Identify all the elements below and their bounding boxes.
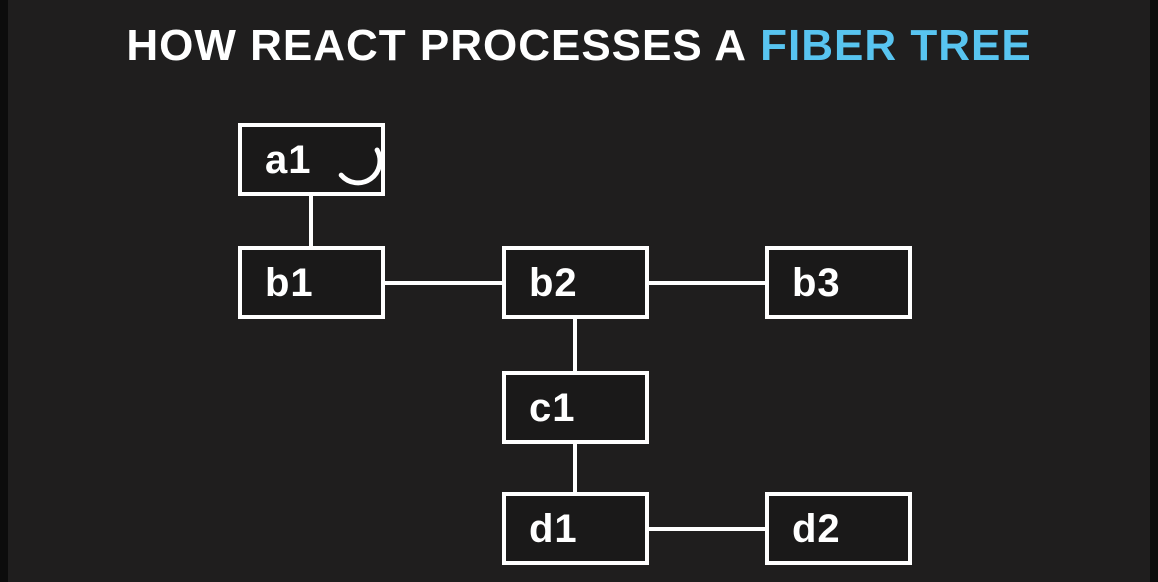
node-a1-label: a1 xyxy=(265,137,312,182)
node-b3-label: b3 xyxy=(792,260,841,305)
node-a1: a1 xyxy=(238,123,385,196)
node-b2: b2 xyxy=(502,246,649,319)
edge-c1-d1 xyxy=(573,443,577,493)
node-b1: b1 xyxy=(238,246,385,319)
node-d1-label: d1 xyxy=(529,506,578,551)
edge-b2-c1 xyxy=(573,318,577,372)
left-edge-bar xyxy=(0,0,8,582)
node-b2-label: b2 xyxy=(529,260,578,305)
page-title-main: HOW REACT PROCESSES A xyxy=(126,21,748,70)
node-c1-label: c1 xyxy=(529,385,576,430)
node-b3: b3 xyxy=(765,246,912,319)
node-c1: c1 xyxy=(502,371,649,444)
node-b1-label: b1 xyxy=(265,260,314,305)
node-d1: d1 xyxy=(502,492,649,565)
edge-b1-b2 xyxy=(384,281,503,285)
edge-a1-b1 xyxy=(309,195,313,247)
edge-b2-b3 xyxy=(648,281,766,285)
page-title-highlight: FIBER TREE xyxy=(760,21,1032,70)
loading-arc-icon xyxy=(338,147,383,186)
edge-d1-d2 xyxy=(648,527,766,531)
node-d2: d2 xyxy=(765,492,912,565)
right-edge-bar xyxy=(1150,0,1158,582)
node-d2-label: d2 xyxy=(792,506,841,551)
